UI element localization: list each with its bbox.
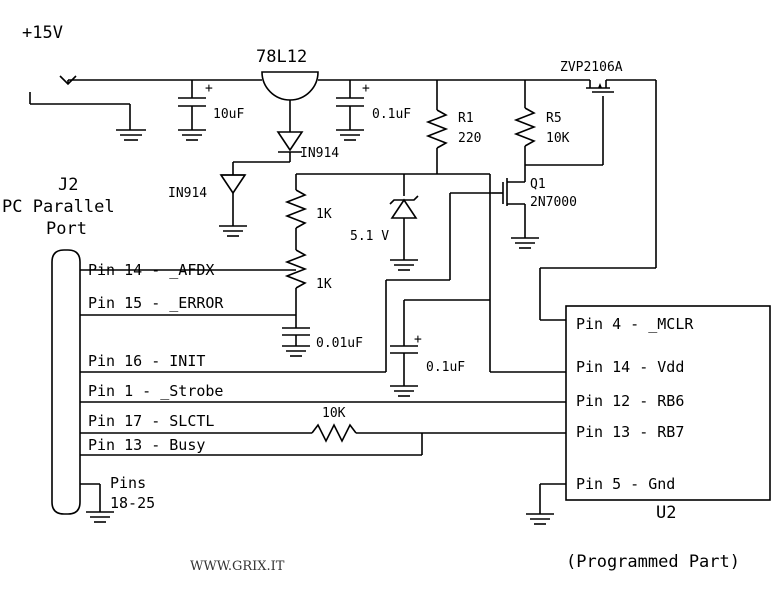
- supply-label: +15V: [22, 23, 63, 43]
- r-1k-top-label: 1K: [316, 207, 332, 222]
- supply-rail: [68, 79, 657, 268]
- j2-pin-label: Pin 15 - _ERROR: [88, 294, 224, 312]
- j2-ground: [80, 483, 114, 523]
- cap-0.1uf-reg-label: 0.1uF: [372, 107, 411, 122]
- power-jack: [29, 75, 131, 130]
- j2-ref: J2: [58, 175, 78, 195]
- zener-label: 5.1 V: [350, 229, 389, 244]
- cap-0.01uf-label: 0.01uF: [316, 336, 363, 351]
- j2-pin-label: Pin 13 - Busy: [88, 436, 205, 454]
- transistor-q1: [492, 165, 539, 249]
- j2-connector-body: [51, 249, 81, 515]
- r-1k-bottom-label: 1K: [316, 277, 332, 292]
- cap-plus-2: +: [362, 81, 370, 96]
- capacitor-0.01uf: [282, 327, 310, 357]
- u2-pin-label: Pin 12 - RB6: [576, 392, 684, 410]
- capacitor-10uf: [178, 80, 206, 141]
- j2-title-line2: Port: [46, 219, 87, 239]
- watermark: WWW.GRIX.IT: [190, 559, 285, 574]
- j2-pin-label: Pin 14 - _AFDX: [88, 261, 214, 279]
- j2-pin-label: Pin 1 - _Strobe: [88, 382, 223, 400]
- regulator-label: 78L12: [256, 47, 307, 67]
- r5-name: R5: [546, 111, 562, 126]
- u2-ground: [526, 483, 566, 525]
- cap-10uf-label: 10uF: [213, 107, 244, 122]
- u2-chip-body: [565, 305, 771, 501]
- u2-pin-label: Pin 4 - _MCLR: [576, 315, 694, 333]
- ground-pins-label-1: Pins: [110, 474, 146, 492]
- mclr-wiring: [539, 267, 656, 321]
- r-series-label: 10K: [322, 406, 346, 421]
- r1-value: 220: [458, 131, 481, 146]
- resistor-r5: [513, 80, 604, 166]
- r1-name: R1: [458, 111, 474, 126]
- regulator-78l12: [261, 71, 319, 132]
- resistor-1k-bottom: [284, 249, 308, 328]
- diode-d1: [233, 131, 304, 163]
- j2-wires: [80, 192, 566, 456]
- j2-pin-label: Pin 17 - SLCTL: [88, 412, 214, 430]
- cap-0.1uf-vdd-label: 0.1uF: [426, 360, 465, 375]
- mosfet-label: ZVP2106A: [560, 60, 623, 75]
- q1-part: 2N7000: [530, 195, 577, 210]
- capacitor-0.1uf-vdd: [390, 300, 418, 397]
- resistor-r1: [425, 80, 449, 174]
- u2-ref: U2: [656, 503, 676, 523]
- diode-d1-label: IN914: [300, 146, 339, 161]
- u2-note: (Programmed Part): [566, 552, 740, 572]
- vpp-node: [296, 173, 437, 196]
- ground-pins-label-2: 18-25: [110, 494, 155, 512]
- u2-pin-label: Pin 14 - Vdd: [576, 358, 684, 376]
- cap-plus-1: +: [205, 81, 213, 96]
- q1-name: Q1: [530, 177, 546, 192]
- ground-symbol: [116, 129, 146, 141]
- j2-title-line1: PC Parallel: [2, 197, 115, 217]
- resistor-1k-top: [284, 174, 308, 250]
- u2-pin-label: Pin 13 - RB7: [576, 423, 684, 441]
- r5-value: 10K: [546, 131, 570, 146]
- diode-d2: [219, 162, 247, 237]
- u2-pin-label: Pin 5 - Gnd: [576, 475, 675, 493]
- capacitor-0.1uf-reg: [336, 80, 364, 141]
- j2-pin-label: Pin 16 - INIT: [88, 352, 205, 370]
- diode-d2-label: IN914: [168, 186, 207, 201]
- mosfet-zvp2106a: [586, 80, 614, 93]
- vdd-wiring: [404, 173, 566, 373]
- cap-plus-3: +: [414, 332, 422, 347]
- zener-diode: [389, 195, 419, 271]
